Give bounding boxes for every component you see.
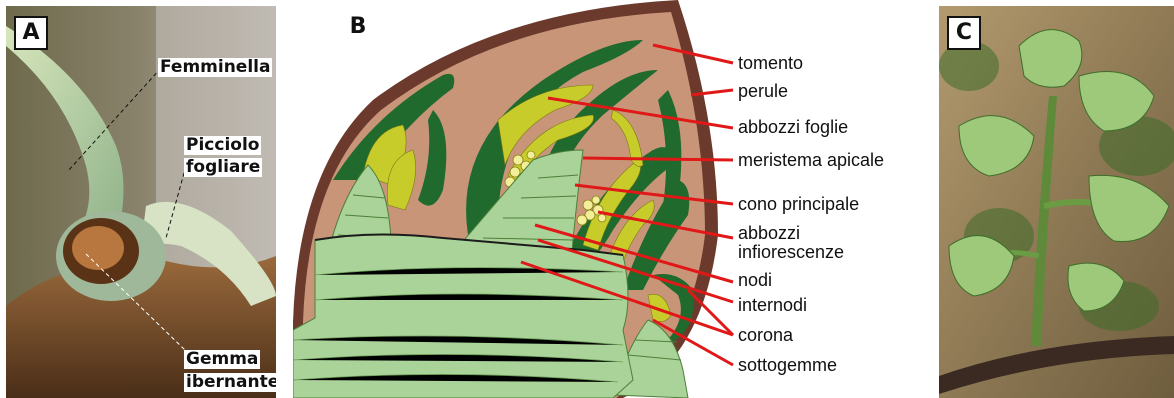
label-ibernante: ibernante bbox=[184, 373, 276, 392]
label-perule: perule bbox=[738, 82, 788, 101]
photo-panel-a: A Femminella Picciolo fogliare Gemma ibe… bbox=[6, 6, 276, 398]
label-femminella: Femminella bbox=[158, 58, 272, 77]
label-infiorescenze: infiorescenze bbox=[738, 243, 844, 262]
label-internodi: internodi bbox=[738, 296, 807, 315]
crown-base bbox=[293, 234, 633, 398]
label-cono-principale: cono principale bbox=[738, 195, 859, 214]
label-picciolo: Picciolo bbox=[184, 136, 261, 155]
label-nodi: nodi bbox=[738, 271, 772, 290]
label-abbozzi: abbozzi bbox=[738, 224, 800, 243]
vine-shoot-photo bbox=[939, 6, 1174, 398]
panel-a-tag: A bbox=[14, 16, 48, 50]
panel-c-tag: C bbox=[947, 16, 981, 50]
label-tomento: tomento bbox=[738, 54, 803, 73]
label-gemma: Gemma bbox=[184, 350, 260, 369]
label-fogliare: fogliare bbox=[184, 158, 262, 177]
label-abbozzi-foglie: abbozzi foglie bbox=[738, 118, 848, 137]
diagram-panel-b: B tomento perule abbozzi foglie meristem… bbox=[293, 0, 933, 398]
label-meristema-apicale: meristema apicale bbox=[738, 151, 884, 170]
label-corona: corona bbox=[738, 326, 793, 345]
label-sottogemme: sottogemme bbox=[738, 356, 837, 375]
photo-panel-c: C bbox=[939, 6, 1174, 398]
panel-b-tag: B bbox=[343, 12, 373, 42]
